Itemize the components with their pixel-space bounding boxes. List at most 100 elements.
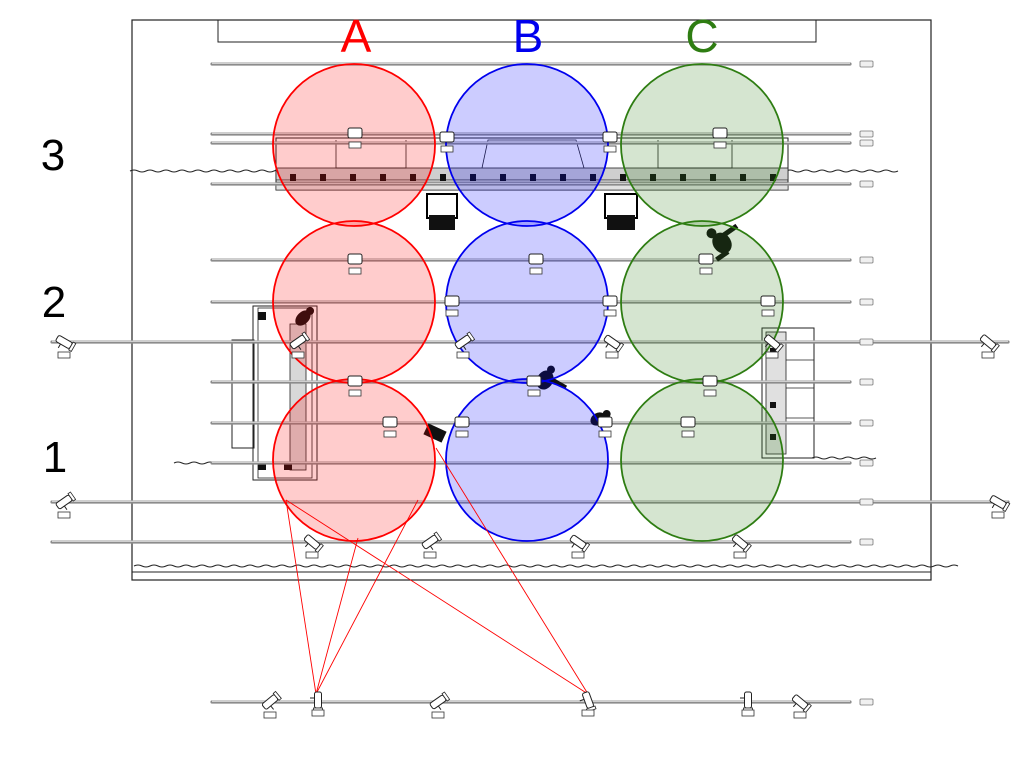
row-label-1: 1 [43,433,67,482]
wash-body [528,253,544,265]
spotlight-yoke [63,505,68,510]
fixture-tag [291,351,305,359]
focus-area-c3 [620,63,784,227]
spotlight-yoke [297,345,302,350]
truss-foot [590,174,596,181]
spotlight-body [582,691,594,709]
spotlight-icon [569,534,591,553]
curtain-midstage-right [811,456,877,460]
fixture-tag [440,145,454,153]
spotlight-yoke [579,698,585,702]
focus-area-b1 [445,378,609,542]
fixture-tag [571,551,585,559]
fixture-tag [598,430,612,438]
spotlight-yoke [792,703,797,708]
cyclorama-box [217,19,817,43]
spotlight-icon [454,331,476,350]
row-labels: 3 2 1 [41,131,67,482]
truss-foot [500,174,506,181]
pipe-end-tag [859,298,874,306]
truss-foot [740,174,746,181]
focus-area-b3 [445,63,609,227]
column-label-a: A [341,10,372,62]
spotlight-yoke [57,343,61,349]
spotlight-icon [261,690,282,710]
spotlight-lens [68,341,77,352]
fixture-tag [455,430,469,438]
wash-light-icon [347,127,363,149]
pipe-10 [210,459,874,467]
spotlight-lens [774,343,784,354]
truss-foot [350,174,356,181]
spotlight-icon [603,334,625,353]
wash-light-icon [444,295,460,317]
pipe-end-tag [859,419,874,427]
wash-light-icon [602,131,618,153]
wash-body [444,295,460,307]
pipe-9 [210,419,874,427]
wash-light-icon [382,416,398,438]
pipe-end-tag [859,378,874,386]
wash-body [712,127,728,139]
truss-foot [560,174,566,181]
truss-foot [770,174,776,181]
pipe-12 [50,538,874,546]
focus-ray [315,537,359,695]
fixture-tag [57,351,71,359]
fixture-tag [57,511,71,519]
spotlight-yoke [462,345,467,350]
pipe-end-tag [859,498,874,506]
fixture-tag [741,709,755,717]
focus-ray [285,499,589,695]
column-label-b: B [513,10,544,62]
row-label-3: 3 [41,131,65,180]
spotlight-yoke [991,503,995,509]
spotlight-lens [433,531,443,542]
lighting-pipes [50,60,1010,706]
truss-foot [710,174,716,181]
spotlight-icon [55,335,77,352]
spotlight-yoke [980,343,985,348]
wash-light-icon [526,375,542,397]
performer-figure-1 [706,223,739,262]
spotlight-yoke [437,705,442,710]
pipe-4 [210,180,874,188]
wash-body [597,416,613,428]
pipe-end-tag [859,180,874,188]
spotlight-icon [303,534,324,554]
pipe-2 [210,130,874,138]
wash-body [760,295,776,307]
fixture-tag [348,267,362,275]
spotlight-yoke [429,545,434,550]
truss-foot [530,174,536,181]
row-label-2: 2 [42,278,66,327]
pipe-end-tag [859,139,874,147]
wash-body [439,131,455,143]
fixture-tag [445,309,459,317]
spotlight-lens [1002,501,1011,512]
fixture-tag [991,511,1005,519]
fixture-tag [681,430,695,438]
pipe-end-tag [859,338,874,346]
wash-light-icon [680,416,696,438]
fixture-tag [311,709,325,717]
spotlight-lens [441,691,451,702]
truss-feet [290,174,776,181]
wash-light-icon [698,253,714,275]
truss-foot [410,174,416,181]
wash-light-icon [347,375,363,397]
spotlight-lens [301,331,311,342]
spotlight-icon [429,691,451,710]
spotlight-yoke [764,343,769,348]
fixture-tag [305,551,319,559]
fixture-tag [348,389,362,397]
wash-body [602,131,618,143]
wash-light-icon [347,253,363,275]
fixture-tag [529,267,543,275]
wash-light-icon [454,416,470,438]
spotlight-yoke [732,543,737,548]
pipe-13 [210,698,874,706]
focus-ray [435,447,589,695]
wash-light-icon [760,295,776,317]
